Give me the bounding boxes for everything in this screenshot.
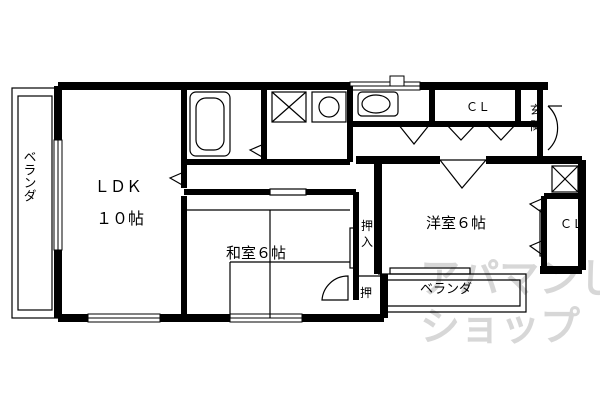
ldk-name: ＬＤＫ — [94, 177, 142, 196]
oshiire-small-label: 押 — [360, 286, 372, 300]
closet-doors — [396, 123, 518, 145]
genkan-label-2: 関 — [530, 119, 542, 133]
closet-top-label: ＣＬ — [466, 100, 490, 114]
ldk-size: １０帖 — [96, 209, 144, 228]
balcony-south-label: ベランダ — [420, 282, 472, 297]
balcony-west — [11, 87, 59, 319]
genkan-label-1: 玄 — [530, 102, 542, 117]
balcony-west-label: ベランダ — [21, 150, 37, 202]
washitsu-label: 和室６帖 — [226, 244, 286, 262]
door-swings — [168, 105, 562, 301]
watermark-line2: ショップ — [420, 304, 580, 350]
windows — [53, 75, 421, 323]
closet-right-label: ＣＬ — [560, 217, 584, 231]
oshiire-label-2: 入 — [361, 235, 373, 249]
bathroom-fixtures — [189, 91, 579, 193]
yoshitsu-label: 洋室６帖 — [426, 214, 486, 232]
oshiire-label-1: 押 — [361, 219, 373, 233]
watermark-line1: アパマンしょ — [420, 256, 600, 302]
outer-walls — [54, 82, 586, 322]
